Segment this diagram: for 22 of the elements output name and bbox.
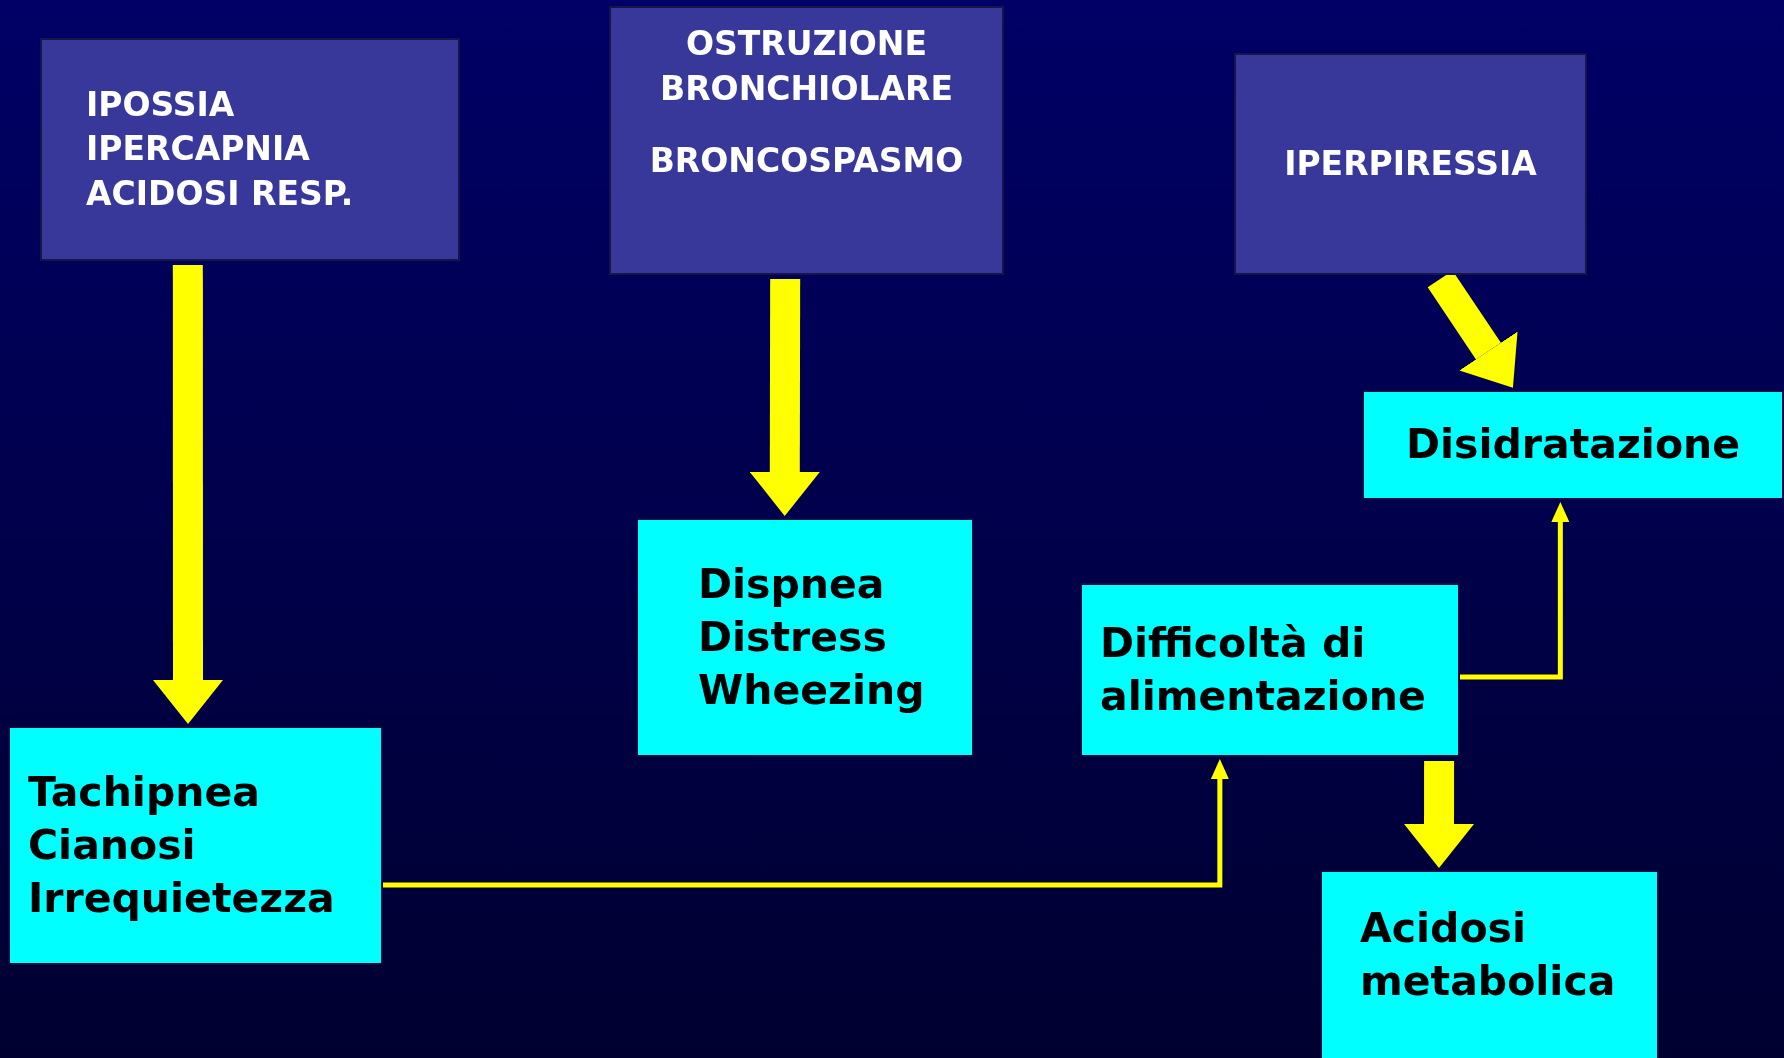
box-label: IPERPIRESSIA (1283, 142, 1538, 185)
arrow (383, 759, 1229, 888)
cause-box (1234, 53, 1587, 275)
box-label: Tachipnea Cianosi Irrequietezza (28, 766, 336, 925)
box-label: Difficoltà di alimentazione (1100, 617, 1427, 722)
arrow (153, 265, 223, 724)
box-label: IPOSSIA IPERCAPNIA ACIDOSI RESP. (86, 83, 355, 215)
symptom-box (1362, 390, 1784, 500)
symptom-box (8, 726, 383, 965)
symptom-box (636, 518, 974, 757)
box-label: Acidosi metabolica (1360, 903, 1617, 1008)
arrow (1404, 761, 1475, 868)
symptom-box (1320, 870, 1659, 1058)
box-label: Dispnea Distress Wheezing (698, 558, 926, 717)
box-label: BRONCOSPASMO (648, 140, 965, 183)
arrow (749, 278, 820, 516)
box-label: Disidratazione (1404, 419, 1742, 471)
cause-box (609, 6, 1004, 275)
cause-box (40, 38, 460, 261)
arrow (1460, 502, 1570, 680)
symptom-box (1080, 583, 1460, 757)
box-label: OSTRUZIONE BRONCHIOLARE (659, 23, 954, 110)
